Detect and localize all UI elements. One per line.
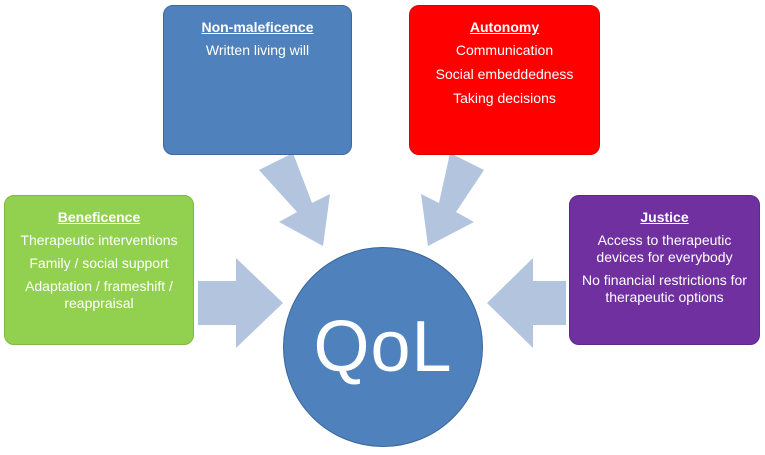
justice-line: devices for everybody (596, 249, 733, 265)
autonomy-line: Taking decisions (453, 90, 556, 106)
arrow-beneficence (198, 258, 283, 348)
qol-circle: QoL (283, 247, 483, 447)
qol-label: QoL (313, 307, 453, 387)
beneficence-line: reappraisal (64, 295, 134, 311)
non-maleficence-title: Non-maleficence (201, 19, 314, 35)
arrow-non-maleficence (259, 153, 330, 246)
autonomy-line: Social embeddedness (435, 66, 574, 82)
arrow-justice (487, 258, 566, 348)
non-maleficence-box: Non-maleficence Written living will (163, 5, 352, 155)
beneficence-title: Beneficence (57, 209, 141, 225)
justice-line: No financial restrictions for (582, 272, 747, 288)
justice-title: Justice (640, 209, 689, 225)
non-maleficence-line: Written living will (205, 42, 310, 58)
beneficence-line: Adaptation / frameshift / (25, 278, 173, 294)
justice-line: therapeutic options (605, 289, 724, 305)
justice-box: Justice Access to therapeutic devices fo… (569, 195, 760, 345)
beneficence-line: Therapeutic interventions (20, 232, 178, 248)
autonomy-line: Communication (455, 42, 554, 58)
beneficence-box: Beneficence Therapeutic interventions Fa… (4, 195, 194, 345)
beneficence-line: Family / social support (29, 255, 169, 271)
justice-line: Access to therapeutic (597, 232, 732, 248)
autonomy-box: Autonomy Communication Social embeddedne… (409, 5, 600, 155)
autonomy-title: Autonomy (469, 19, 540, 35)
arrow-autonomy (421, 153, 484, 246)
